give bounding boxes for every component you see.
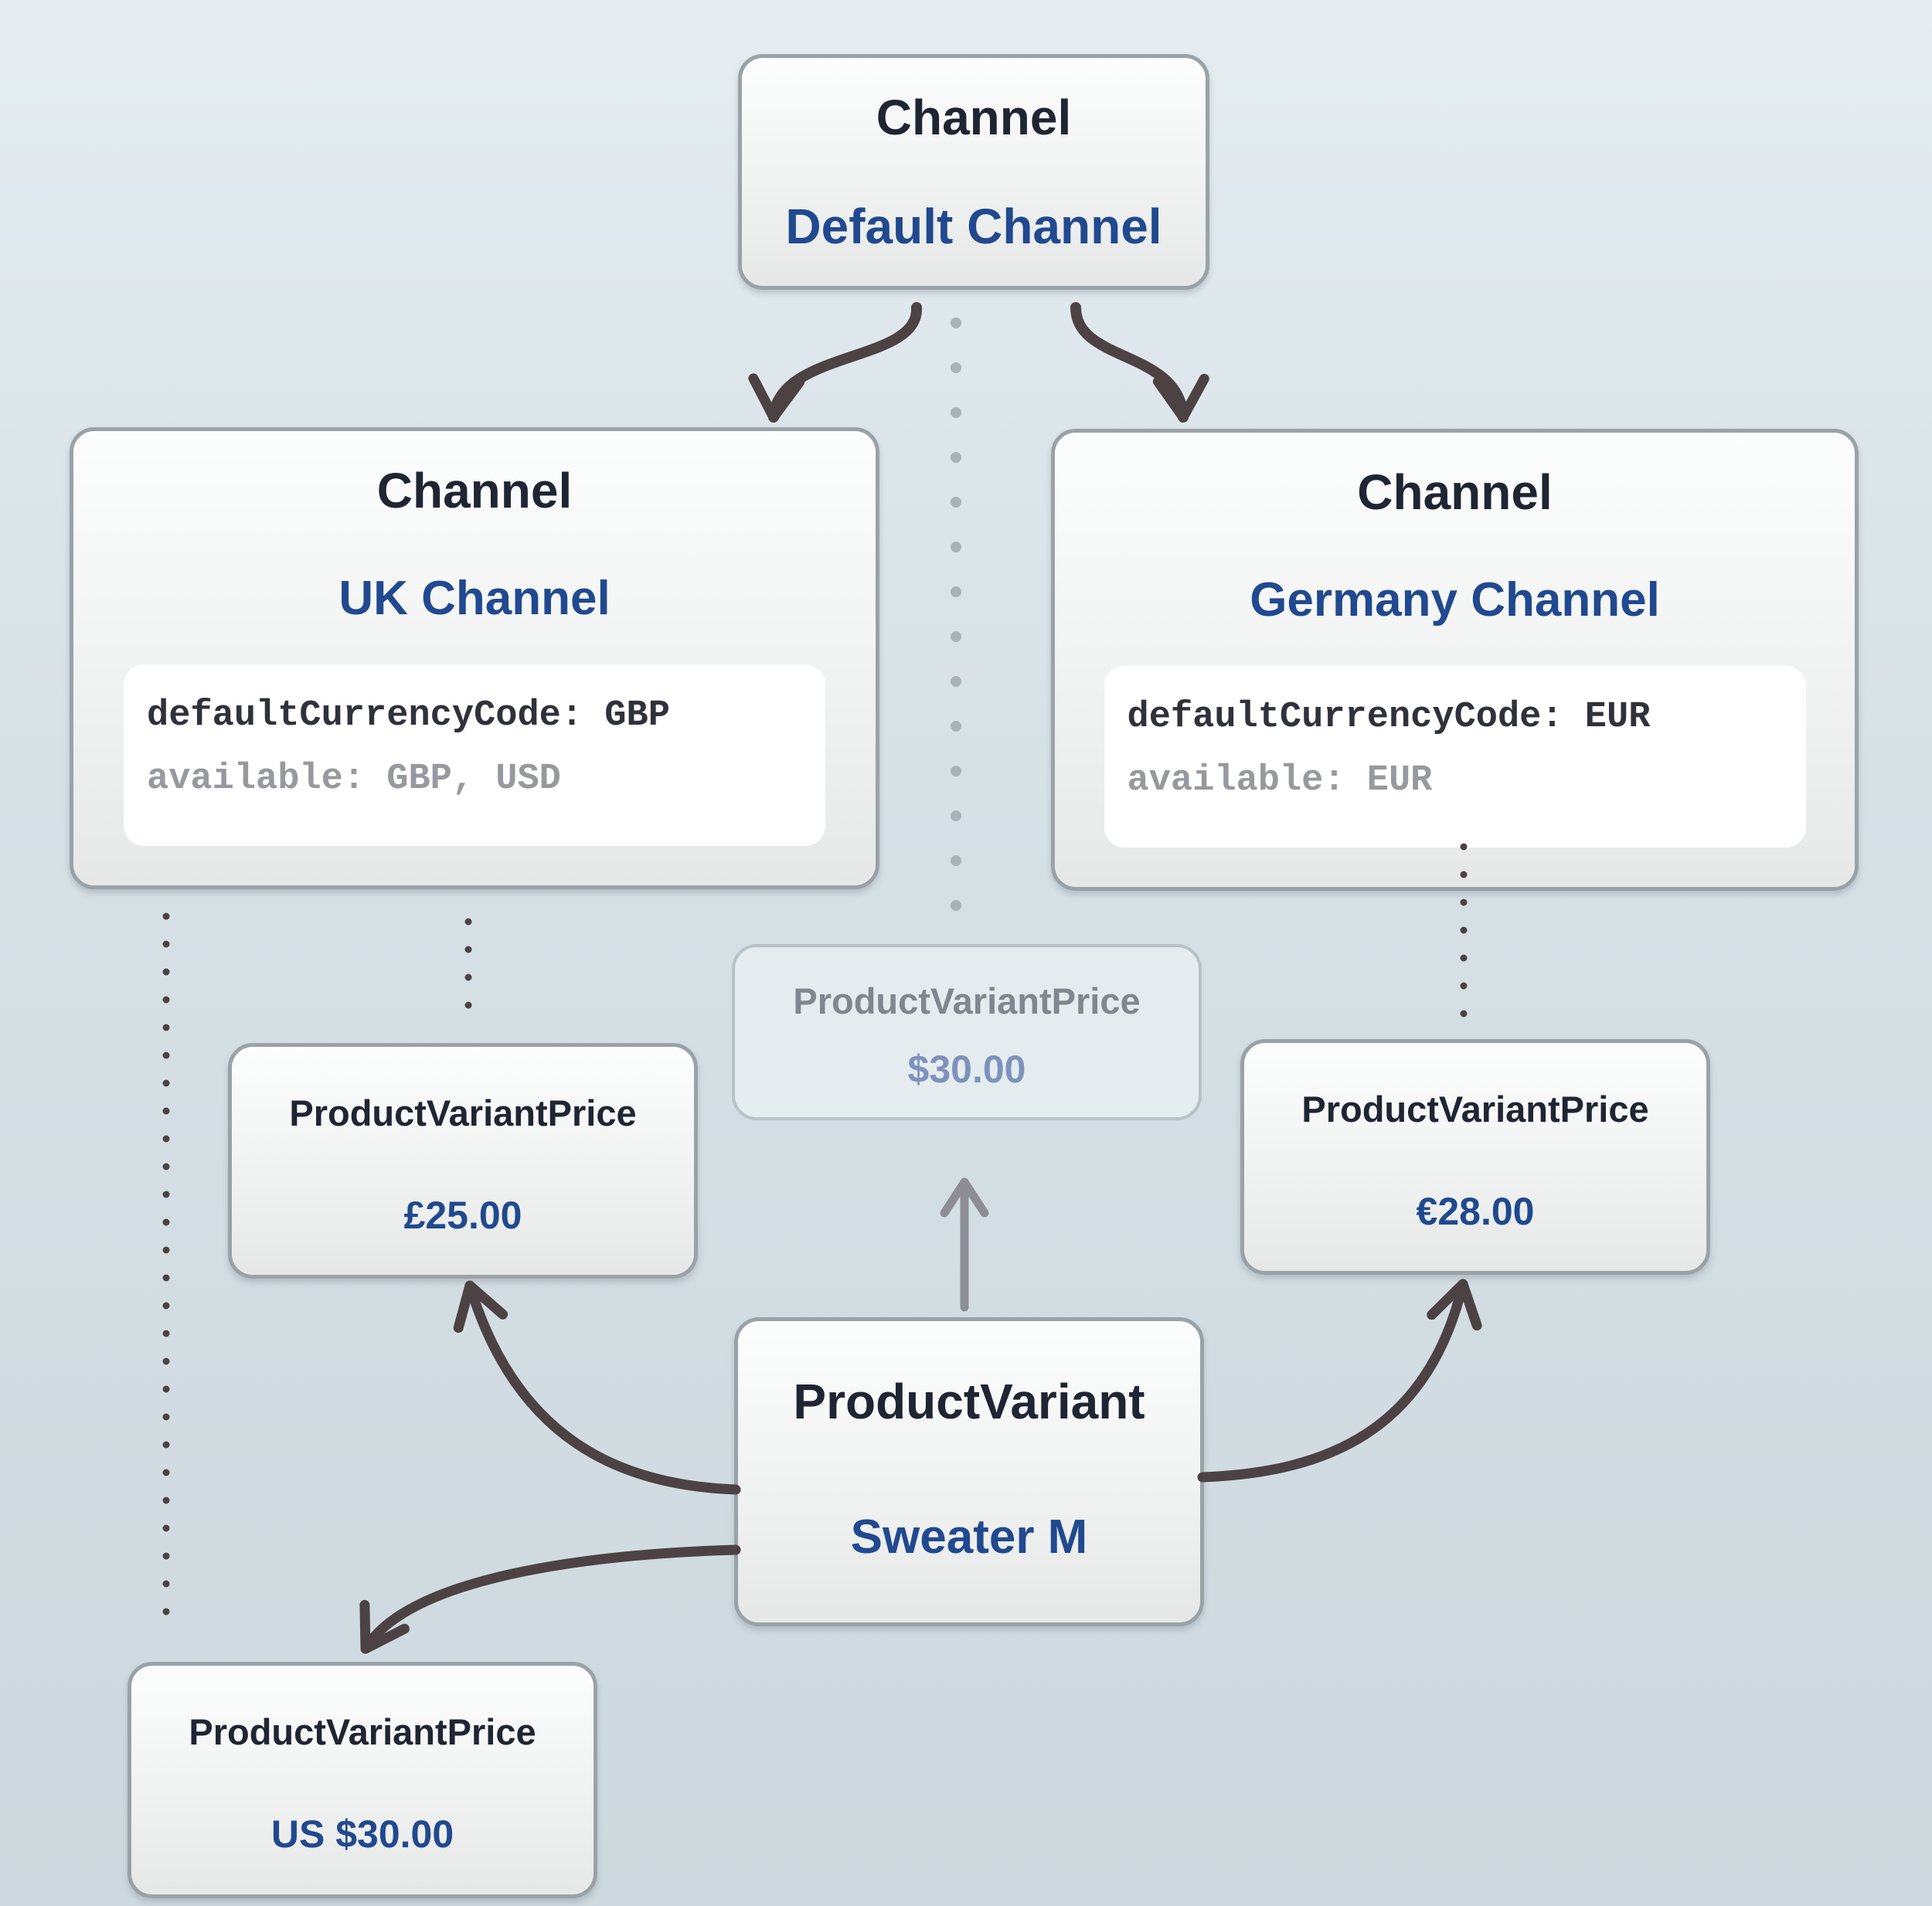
default-price-node-ghost: ProductVariantPrice $30.00 — [732, 944, 1202, 1120]
germany-channel-name: Germany Channel — [1250, 573, 1660, 627]
germany-price-node: ProductVariantPrice €28.00 — [1240, 1039, 1710, 1275]
arrow-variant-to-us-price — [359, 1544, 741, 1654]
us-price-value: US $30.00 — [270, 1813, 454, 1856]
germany-channel-node: Channel Germany Channel defaultCurrencyC… — [1051, 429, 1859, 891]
arrow-variant-to-uk-price — [453, 1280, 741, 1495]
uk-channel-node: Channel UK Channel defaultCurrencyCode: … — [70, 427, 879, 889]
product-variant-type: ProductVariant — [793, 1374, 1145, 1429]
us-price-node: ProductVariantPrice US $30.00 — [128, 1662, 597, 1898]
germany-channel-type: Channel — [1357, 464, 1553, 520]
uk-price-type: ProductVariantPrice — [289, 1092, 637, 1133]
arrow-default-channel-to-germany-channel — [1070, 302, 1209, 423]
us-price-type: ProductVariantPrice — [189, 1711, 536, 1752]
arrow-variant-to-germany-price — [1197, 1279, 1482, 1483]
uk-default-currency-line: defaultCurrencyCode: GBP — [147, 695, 670, 736]
uk-channel-type: Channel — [376, 463, 573, 518]
product-variant-node: ProductVariant Sweater M — [734, 1317, 1204, 1626]
uk-channel-name: UK Channel — [338, 572, 611, 625]
germany-available-currencies-line: available: EUR — [1127, 760, 1433, 801]
uk-price-node: ProductVariantPrice £25.00 — [228, 1043, 698, 1279]
arrow-default-channel-to-uk-channel — [748, 302, 923, 423]
uk-price-value: £25.00 — [403, 1194, 522, 1237]
germany-price-type: ProductVariantPrice — [1301, 1089, 1649, 1130]
germany-default-currency-line: defaultCurrencyCode: EUR — [1127, 697, 1651, 738]
uk-channel-currency-code-block: defaultCurrencyCode: GBP available: GBP,… — [124, 664, 825, 846]
germany-price-value: €28.00 — [1416, 1190, 1535, 1233]
default-price-type: ProductVariantPrice — [793, 980, 1141, 1021]
default-price-value: $30.00 — [907, 1048, 1026, 1091]
default-channel-type: Channel — [876, 90, 1072, 145]
uk-available-currencies-line: available: GBP, USD — [147, 759, 561, 800]
default-channel-node: Channel Default Channel — [738, 54, 1209, 290]
product-variant-name: Sweater M — [850, 1510, 1088, 1564]
germany-channel-currency-code-block: defaultCurrencyCode: EUR available: EUR — [1104, 666, 1806, 848]
default-channel-name: Default Channel — [785, 199, 1162, 254]
